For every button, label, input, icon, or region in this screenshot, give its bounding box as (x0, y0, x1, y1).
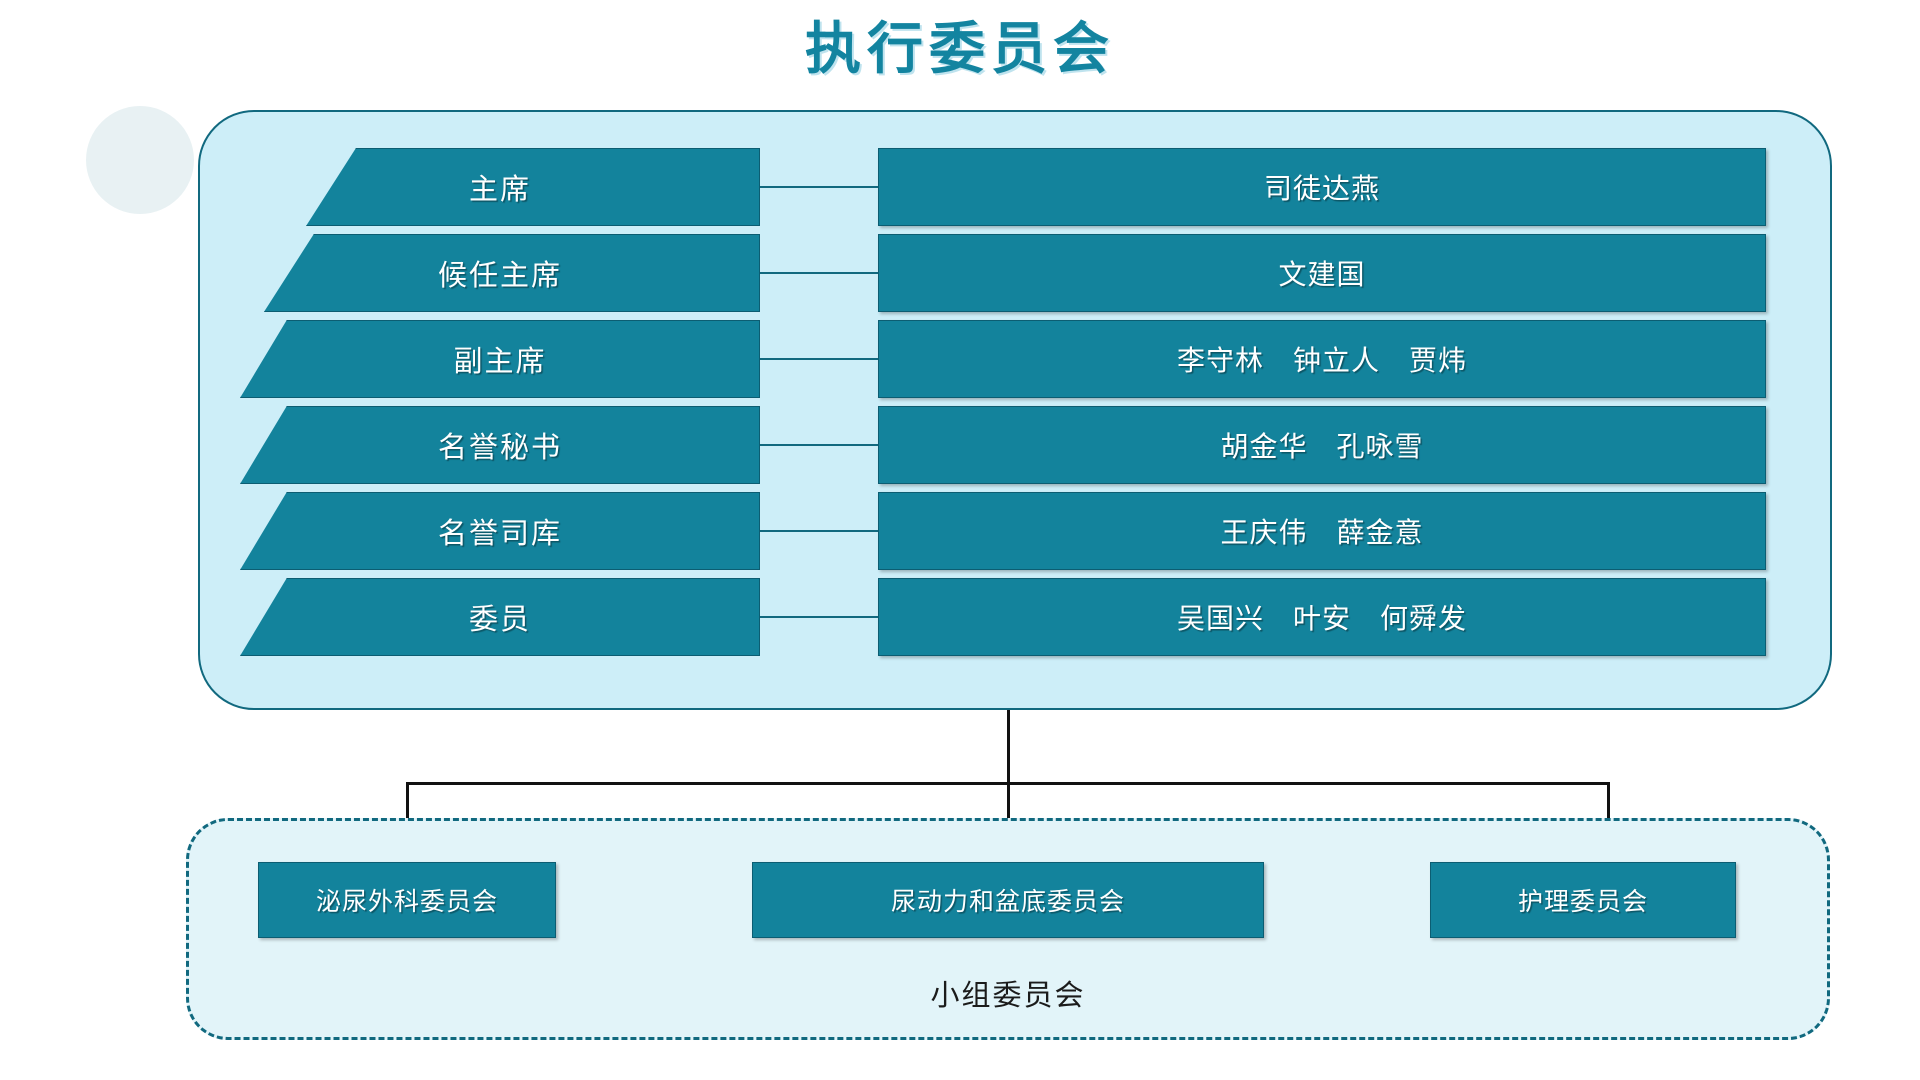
trapezoid-shape (240, 406, 760, 484)
pyramid-row-label: 副主席 (453, 344, 547, 378)
subcommittee-label: 泌尿外科委员会 (315, 887, 498, 916)
subcommittee-box-nursing[interactable]: 护理委员会 (1430, 862, 1736, 938)
tree-stem-vertical (1007, 710, 1010, 784)
trapezoid-shape (263, 234, 760, 312)
name-box-text: 王庆伟 薛金意 (1220, 516, 1424, 549)
pyramid-row-hon-secretary[interactable]: 名誉秘书 (240, 406, 760, 484)
trapezoid-shape (240, 492, 760, 570)
trapezoid-shape (240, 320, 760, 398)
pyramid-row-label: 名誉司库 (437, 516, 562, 550)
subcommittee-box-urodynamics[interactable]: 尿动力和盆底委员会 (752, 862, 1264, 938)
trapezoid-shape (306, 148, 760, 226)
pyramid-row-vice-chair[interactable]: 副主席 (240, 320, 760, 398)
trapezoid-shape (240, 578, 760, 656)
name-box-text: 吴国兴 叶安 何舜发 (1176, 602, 1467, 635)
connector-line-4 (696, 530, 878, 532)
name-box-text: 李守林 钟立人 贾炜 (1176, 344, 1467, 377)
subcommittee-label: 护理委员会 (1517, 887, 1648, 916)
pyramid-row-label: 名誉秘书 (437, 430, 562, 464)
pyramid-row-members[interactable]: 委员 (240, 578, 760, 656)
pyramid-row-chair[interactable]: 主席 (240, 148, 760, 226)
subcommittee-box-urology[interactable]: 泌尿外科委员会 (258, 862, 556, 938)
pyramid-row-label: 主席 (468, 172, 531, 206)
name-box-text: 胡金华 孔咏雪 (1220, 430, 1424, 463)
name-box-vice-chair[interactable]: 李守林 钟立人 贾炜 (878, 320, 1766, 398)
connector-line-0 (760, 186, 878, 188)
page-title: 执行委员会 (805, 17, 1115, 82)
name-box-hon-treasurer[interactable]: 王庆伟 薛金意 (878, 492, 1766, 570)
connector-line-2 (728, 358, 878, 360)
name-box-members[interactable]: 吴国兴 叶安 何舜发 (878, 578, 1766, 656)
connector-line-5 (680, 616, 878, 618)
pyramid-row-hon-treasurer[interactable]: 名誉司库 (240, 492, 760, 570)
pyramid-row-president-elect[interactable]: 候任主席 (240, 234, 760, 312)
name-box-hon-secretary[interactable]: 胡金华 孔咏雪 (878, 406, 1766, 484)
name-box-text: 文建国 (1278, 258, 1366, 291)
pyramid-row-label: 候任主席 (437, 258, 562, 292)
role-pyramid: 主席 候任主席 副主席 名誉秘书 名誉司库 委员 (240, 138, 760, 698)
subcommittee-caption: 小组委员会 (930, 978, 1086, 1012)
pyramid-row-label: 委员 (468, 602, 531, 636)
connector-line-1 (744, 272, 878, 274)
name-box-text: 司徒达燕 (1263, 172, 1380, 205)
name-box-president-elect[interactable]: 文建国 (878, 234, 1766, 312)
name-box-chair[interactable]: 司徒达燕 (878, 148, 1766, 226)
connector-line-3 (712, 444, 878, 446)
decorative-circle (86, 106, 194, 214)
subcommittee-label: 尿动力和盆底委员会 (890, 887, 1125, 916)
